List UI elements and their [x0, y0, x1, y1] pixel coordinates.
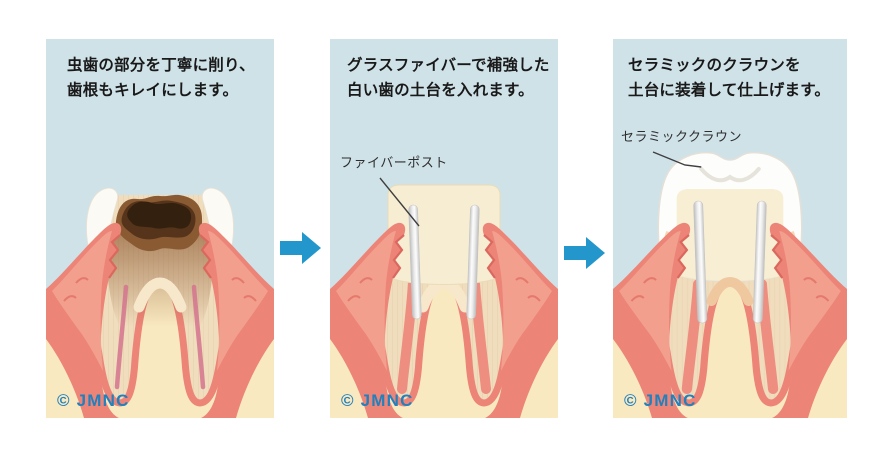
fiber-post-right	[752, 200, 767, 324]
gum-tissue-right	[482, 222, 558, 418]
step-3-heading-line2: 土台に装着して仕上げます。	[628, 82, 831, 99]
decayed-tooth-illustration	[46, 187, 274, 418]
gum-tissue-left	[613, 222, 691, 418]
crown-dentin-arch	[706, 276, 754, 306]
cavity-dark	[127, 201, 192, 229]
crown-core-buildup	[676, 189, 784, 281]
inner-dentin-arch	[133, 277, 187, 313]
step-arrow-icon	[564, 237, 605, 269]
callout-pointer-line	[379, 177, 420, 227]
step-2-heading-line1: グラスファイバーで補強した	[347, 57, 550, 74]
copyright-mark: © JMNC	[624, 391, 697, 410]
step-3-heading-line1: セラミックのクラウンを	[628, 57, 801, 74]
gum-tissue-left	[330, 222, 406, 418]
fiber-post-left	[408, 204, 422, 320]
step-1-heading-line2: 歯根もキレイにします。	[67, 82, 239, 99]
procedure-step-2-panel: グラスファイバーで補強した 白い歯の土台を入れます。	[330, 39, 558, 418]
procedure-step-1-panel: 虫歯の部分を丁寧に削り、 歯根もキレイにします。	[46, 39, 274, 418]
step-2-heading: グラスファイバーで補強した 白い歯の土台を入れます。	[347, 53, 550, 103]
gum-tissue-right	[198, 222, 274, 418]
step-arrow-icon	[280, 232, 321, 264]
step-3-heading: セラミックのクラウンを 土台に装着して仕上げます。	[628, 53, 830, 103]
fiber-post-label: ファイバーポスト	[340, 155, 448, 170]
copyright-mark: © JMNC	[341, 391, 414, 410]
root-canal-left	[114, 284, 129, 390]
fiber-post-core-illustration	[330, 177, 558, 418]
procedure-step-3-panel: セラミックのクラウンを 土台に装着して仕上げます。	[613, 39, 847, 418]
step-2-heading-line2: 白い歯の土台を入れます。	[347, 82, 534, 99]
fiber-post-right	[466, 204, 480, 320]
core-buildup	[387, 184, 501, 285]
decay-stain	[106, 224, 214, 327]
ceramic-crown-illustration	[613, 151, 847, 418]
crown-occlusal-groove	[699, 167, 761, 183]
callout-pointer-line	[652, 151, 702, 168]
step-1-heading-line1: 虫歯の部分を丁寧に削り、	[67, 57, 255, 74]
gum-tissue-left	[46, 222, 122, 418]
fiber-post-left	[693, 200, 708, 324]
step-1-heading: 虫歯の部分を丁寧に削り、 歯根もキレイにします。	[67, 53, 255, 103]
copyright-mark: © JMNC	[57, 391, 130, 410]
ceramic-crown-label: セラミッククラウン	[621, 129, 742, 144]
root-canal-right	[191, 284, 206, 390]
gum-tissue-right	[769, 222, 847, 418]
